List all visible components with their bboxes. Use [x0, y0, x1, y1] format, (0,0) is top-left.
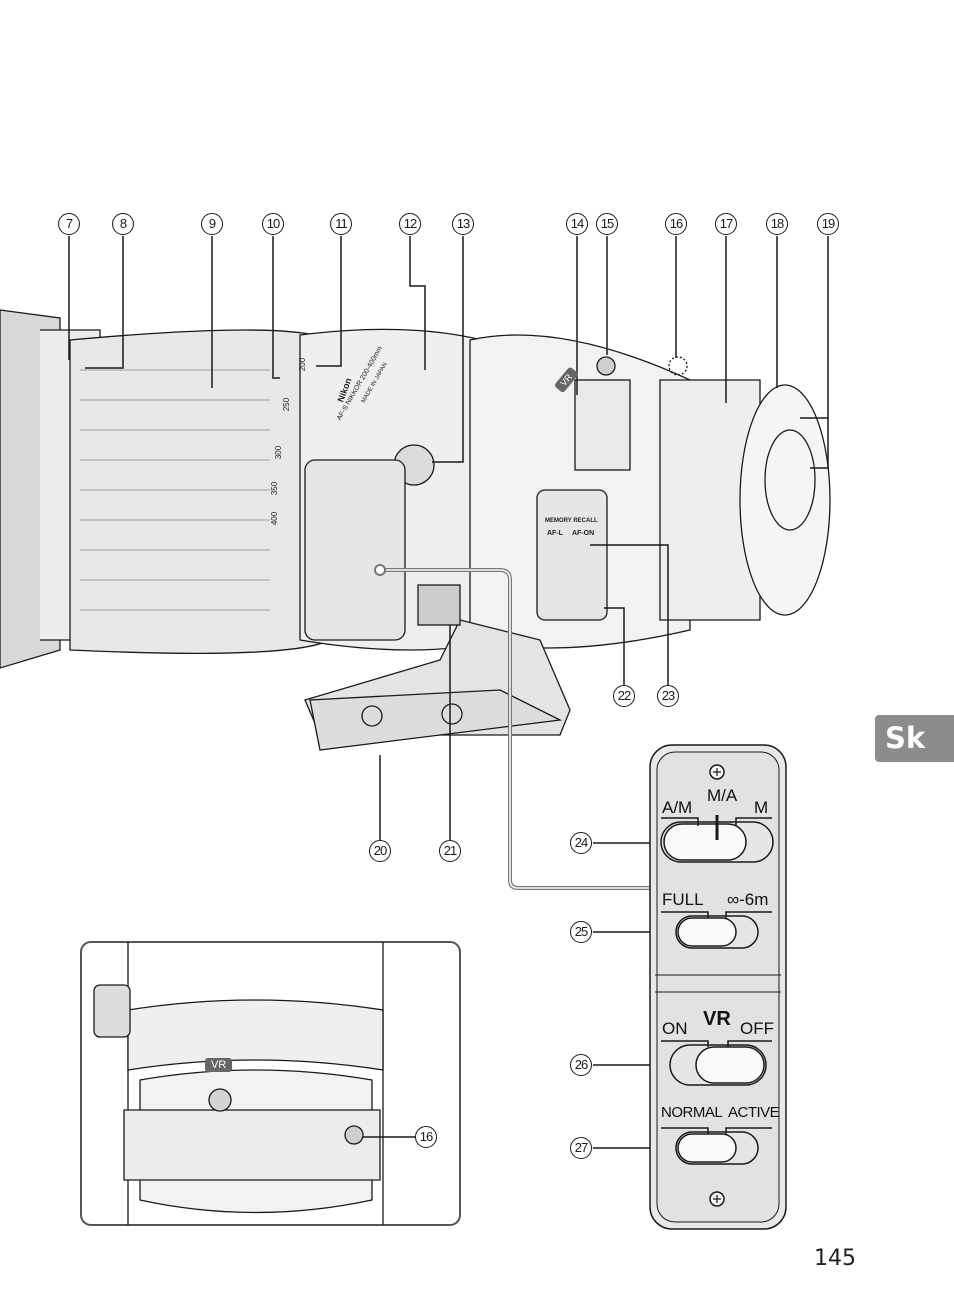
page-number: 145 — [814, 1246, 856, 1271]
focal-300: 300 — [274, 445, 284, 460]
af-on-label: AF-ON — [572, 530, 595, 537]
callout-20: 20 — [369, 840, 391, 862]
callout-9: 9 — [201, 213, 223, 235]
callout-14: 14 — [566, 213, 588, 235]
label-vr-off: OFF — [740, 1019, 774, 1038]
callout-12: 12 — [399, 213, 421, 235]
focus-mode-switch[interactable] — [664, 824, 746, 860]
memory-recall-label: MEMORY RECALL — [545, 518, 598, 524]
callout-17: 17 — [715, 213, 737, 235]
language-tab: Sk — [875, 715, 954, 762]
label-active: ACTIVE — [728, 1104, 780, 1121]
focal-350: 350 — [270, 481, 280, 496]
callout-15: 15 — [596, 213, 618, 235]
callout-23: 23 — [657, 685, 679, 707]
label-m: M — [754, 798, 769, 817]
label-infinity-6m: ∞-6m — [727, 890, 769, 909]
label-vr-title: VR — [703, 1008, 731, 1030]
callout-21: 21 — [439, 840, 461, 862]
callout-11: 11 — [330, 213, 352, 235]
focal-200: 200 — [298, 357, 308, 372]
callout-8: 8 — [112, 213, 134, 235]
focal-400: 400 — [270, 511, 280, 526]
inset-vr-badge: VR — [205, 1058, 233, 1072]
label-a-m: A/M — [662, 798, 693, 817]
callout-10: 10 — [262, 213, 284, 235]
callout-7: 7 — [58, 213, 80, 235]
callout-16: 16 — [665, 213, 687, 235]
label-normal: NORMAL — [661, 1104, 723, 1121]
focal-250: 250 — [282, 397, 292, 412]
callout-27: 27 — [570, 1137, 592, 1159]
label-m-a: M/A — [707, 786, 738, 805]
label-vr-on: ON — [662, 1019, 688, 1038]
vr-switch[interactable] — [696, 1047, 764, 1083]
vr-mode-switch[interactable] — [678, 1134, 736, 1162]
af-l-label: AF-L — [547, 530, 563, 537]
callout-18: 18 — [766, 213, 788, 235]
label-full: FULL — [662, 890, 704, 909]
callout-25: 25 — [570, 921, 592, 943]
inset-callout-16: 16 — [415, 1126, 437, 1148]
callout-24: 24 — [570, 832, 592, 854]
callout-13: 13 — [452, 213, 474, 235]
callout-26: 26 — [570, 1054, 592, 1076]
callout-22: 22 — [613, 685, 635, 707]
callout-19: 19 — [817, 213, 839, 235]
focus-limit-switch[interactable] — [678, 918, 736, 946]
